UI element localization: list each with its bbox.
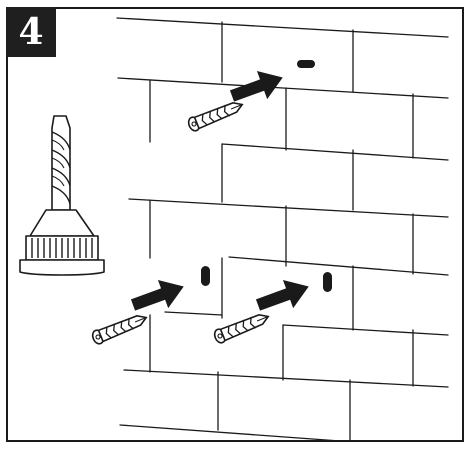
drill-bit-icon bbox=[19, 115, 105, 276]
step-number: 4 bbox=[18, 11, 44, 53]
brick-wall-icon bbox=[116, 17, 449, 442]
wall-plug-icon bbox=[89, 97, 272, 347]
drilled-hole-icon bbox=[201, 60, 332, 292]
step-number-badge: 4 bbox=[6, 7, 56, 57]
